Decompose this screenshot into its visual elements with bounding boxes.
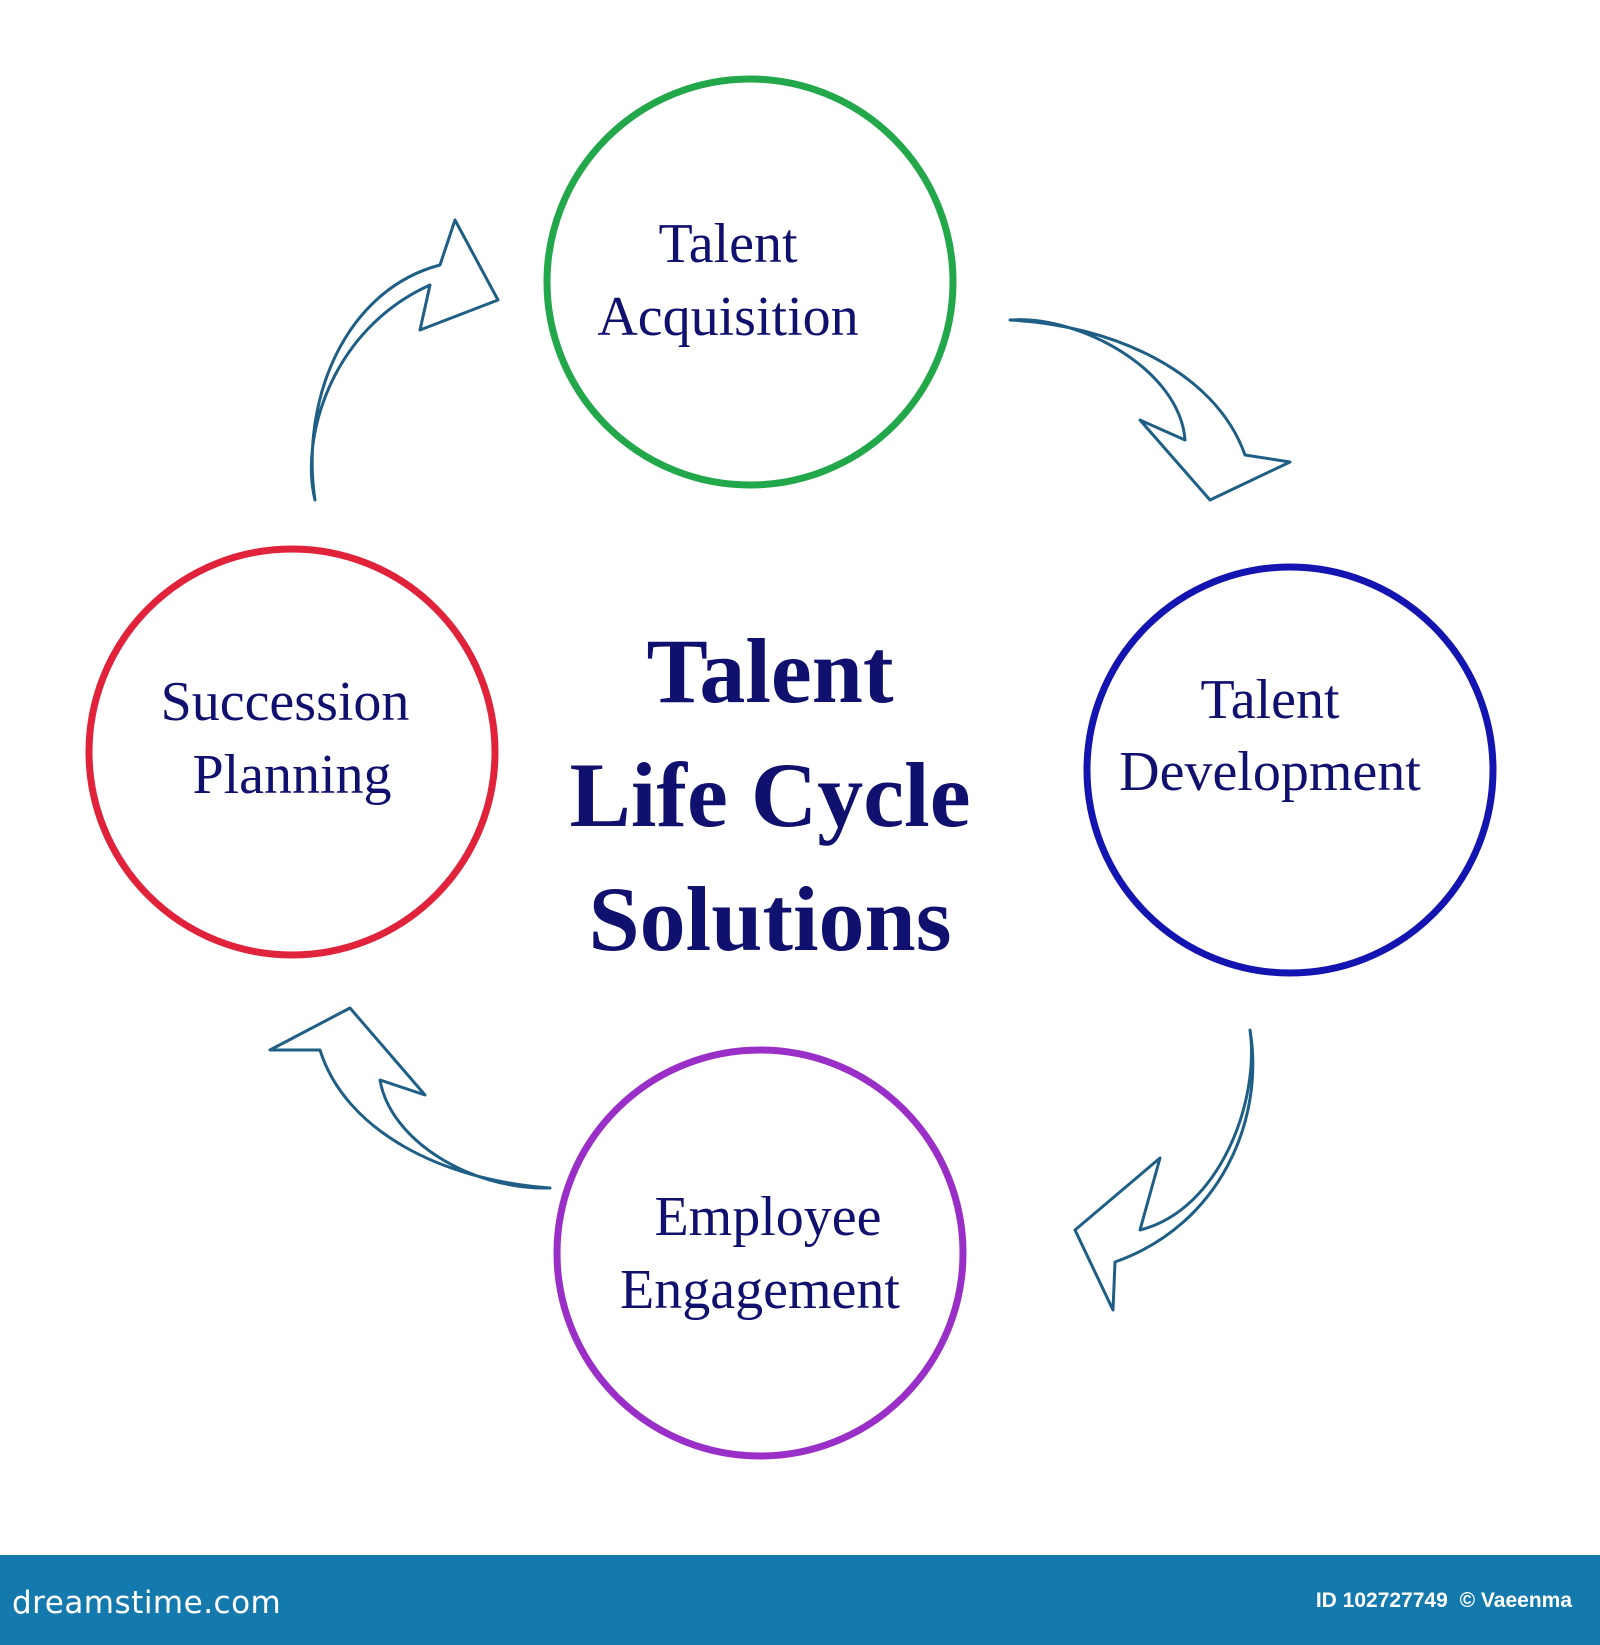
development-label-line2: Development xyxy=(1119,741,1421,803)
engagement-circle xyxy=(553,1046,967,1460)
acquisition-label-line1: Talent xyxy=(658,213,798,275)
engagement-label-line2: Engagement xyxy=(620,1259,900,1321)
development-label-line1: Talent xyxy=(1200,669,1340,731)
footer-logo: dreamstime.com xyxy=(12,1585,282,1621)
footer-credit: ID 102727749 © Vaeenma xyxy=(1310,1589,1572,1613)
acquisition-circle xyxy=(543,75,957,489)
node-talent-development: Talent Development xyxy=(1083,563,1497,977)
footer-image-id: ID 102727749 xyxy=(1315,1589,1448,1612)
node-succession-planning: Succession Planning xyxy=(85,545,499,959)
watermark-footer-bar: dreamstime.com ID 102727749 © Vaeenma xyxy=(0,1555,1600,1645)
succession-label-line2: Planning xyxy=(192,744,391,806)
footer-copyright: © Vaeenma xyxy=(1459,1589,1572,1612)
arrow-development-to-engagement xyxy=(1073,1028,1255,1312)
center-title-line1: Talent xyxy=(646,620,893,722)
acquisition-label-line2: Acquisition xyxy=(597,286,858,348)
engagement-label-line1: Employee xyxy=(654,1186,881,1248)
development-circle xyxy=(1083,563,1497,977)
center-title-line3: Solutions xyxy=(588,868,951,970)
arrow-succession-to-acquisition xyxy=(309,218,500,502)
succession-label-line1: Succession xyxy=(161,671,410,733)
succession-circle xyxy=(85,545,499,959)
node-talent-acquisition: Talent Acquisition xyxy=(543,75,957,489)
node-employee-engagement: Employee Engagement xyxy=(553,1046,967,1460)
center-title: Talent Life Cycle Solutions xyxy=(569,620,970,970)
arrow-engagement-to-succession xyxy=(268,1006,552,1190)
center-title-line2: Life Cycle xyxy=(569,744,970,846)
arrow-acquisition-to-development xyxy=(1008,318,1292,502)
